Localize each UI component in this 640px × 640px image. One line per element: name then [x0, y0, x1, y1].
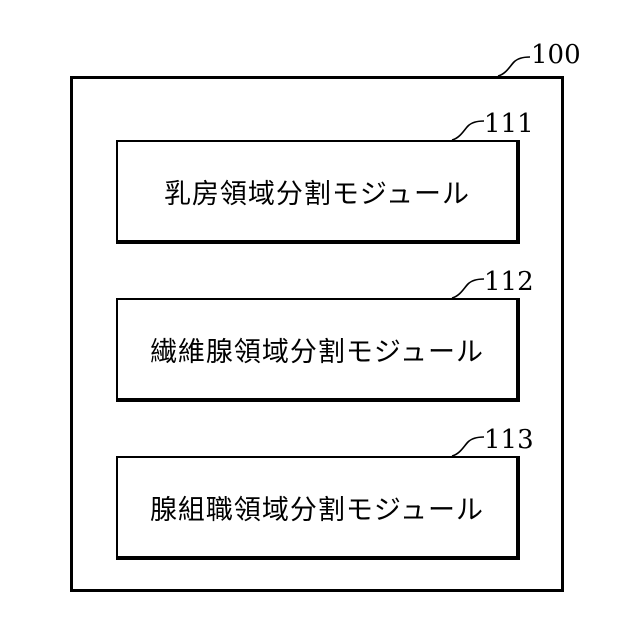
module-label: 腺組職領域分割モジュール [150, 488, 484, 527]
reference-number-100: 100 [531, 42, 581, 68]
glandular-tissue-region-segmentation-module: 腺組職領域分割モジュール [116, 456, 520, 560]
reference-number-112: 112 [484, 269, 534, 295]
module-label: 乳房領域分割モジュール [164, 172, 470, 211]
leader-line-100 [498, 57, 530, 76]
fibroglandular-region-segmentation-module: 繊維腺領域分割モジュール [116, 298, 520, 402]
reference-number-111: 111 [484, 111, 534, 137]
breast-region-segmentation-module: 乳房領域分割モジュール [116, 140, 520, 244]
reference-number-113: 113 [484, 427, 534, 453]
module-label: 繊維腺領域分割モジュール [150, 330, 484, 369]
